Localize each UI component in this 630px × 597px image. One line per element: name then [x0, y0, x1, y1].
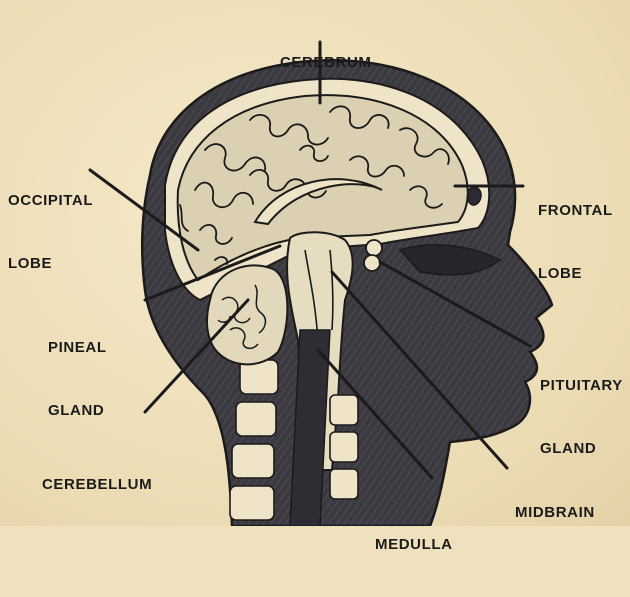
pituitary-label-line2: GLAND — [540, 438, 623, 459]
label-cerebrum: CEREBRUM — [280, 10, 371, 115]
label-cerebellum: CEREBELLUM — [42, 432, 152, 537]
frontal-sinus — [468, 188, 481, 206]
medulla-label-text: MEDULLA — [375, 534, 453, 555]
frontal-label-line1: FRONTAL — [538, 200, 613, 221]
midbrain-label-text: MIDBRAIN — [515, 502, 595, 523]
label-midbrain: MIDBRAIN — [515, 460, 595, 565]
pineal-label-line2: GLAND — [48, 400, 107, 421]
occipital-label-line2: LOBE — [8, 253, 93, 274]
brain-diagram: CEREBRUM OCCIPITAL LOBE FRONTAL LOBE PIN… — [0, 0, 630, 526]
cerebellum-label-text: CEREBELLUM — [42, 474, 152, 495]
cerebellum-region — [207, 265, 287, 364]
frontal-label-line2: LOBE — [538, 263, 613, 284]
label-occipital-lobe: OCCIPITAL LOBE — [8, 148, 93, 316]
label-frontal-lobe: FRONTAL LOBE — [538, 158, 613, 326]
label-medulla: MEDULLA — [375, 492, 453, 597]
cerebrum-label-text: CEREBRUM — [280, 52, 371, 73]
occipital-label-line1: OCCIPITAL — [8, 190, 93, 211]
pineal-label-line1: PINEAL — [48, 337, 107, 358]
pituitary-label-line1: PITUITARY — [540, 375, 623, 396]
